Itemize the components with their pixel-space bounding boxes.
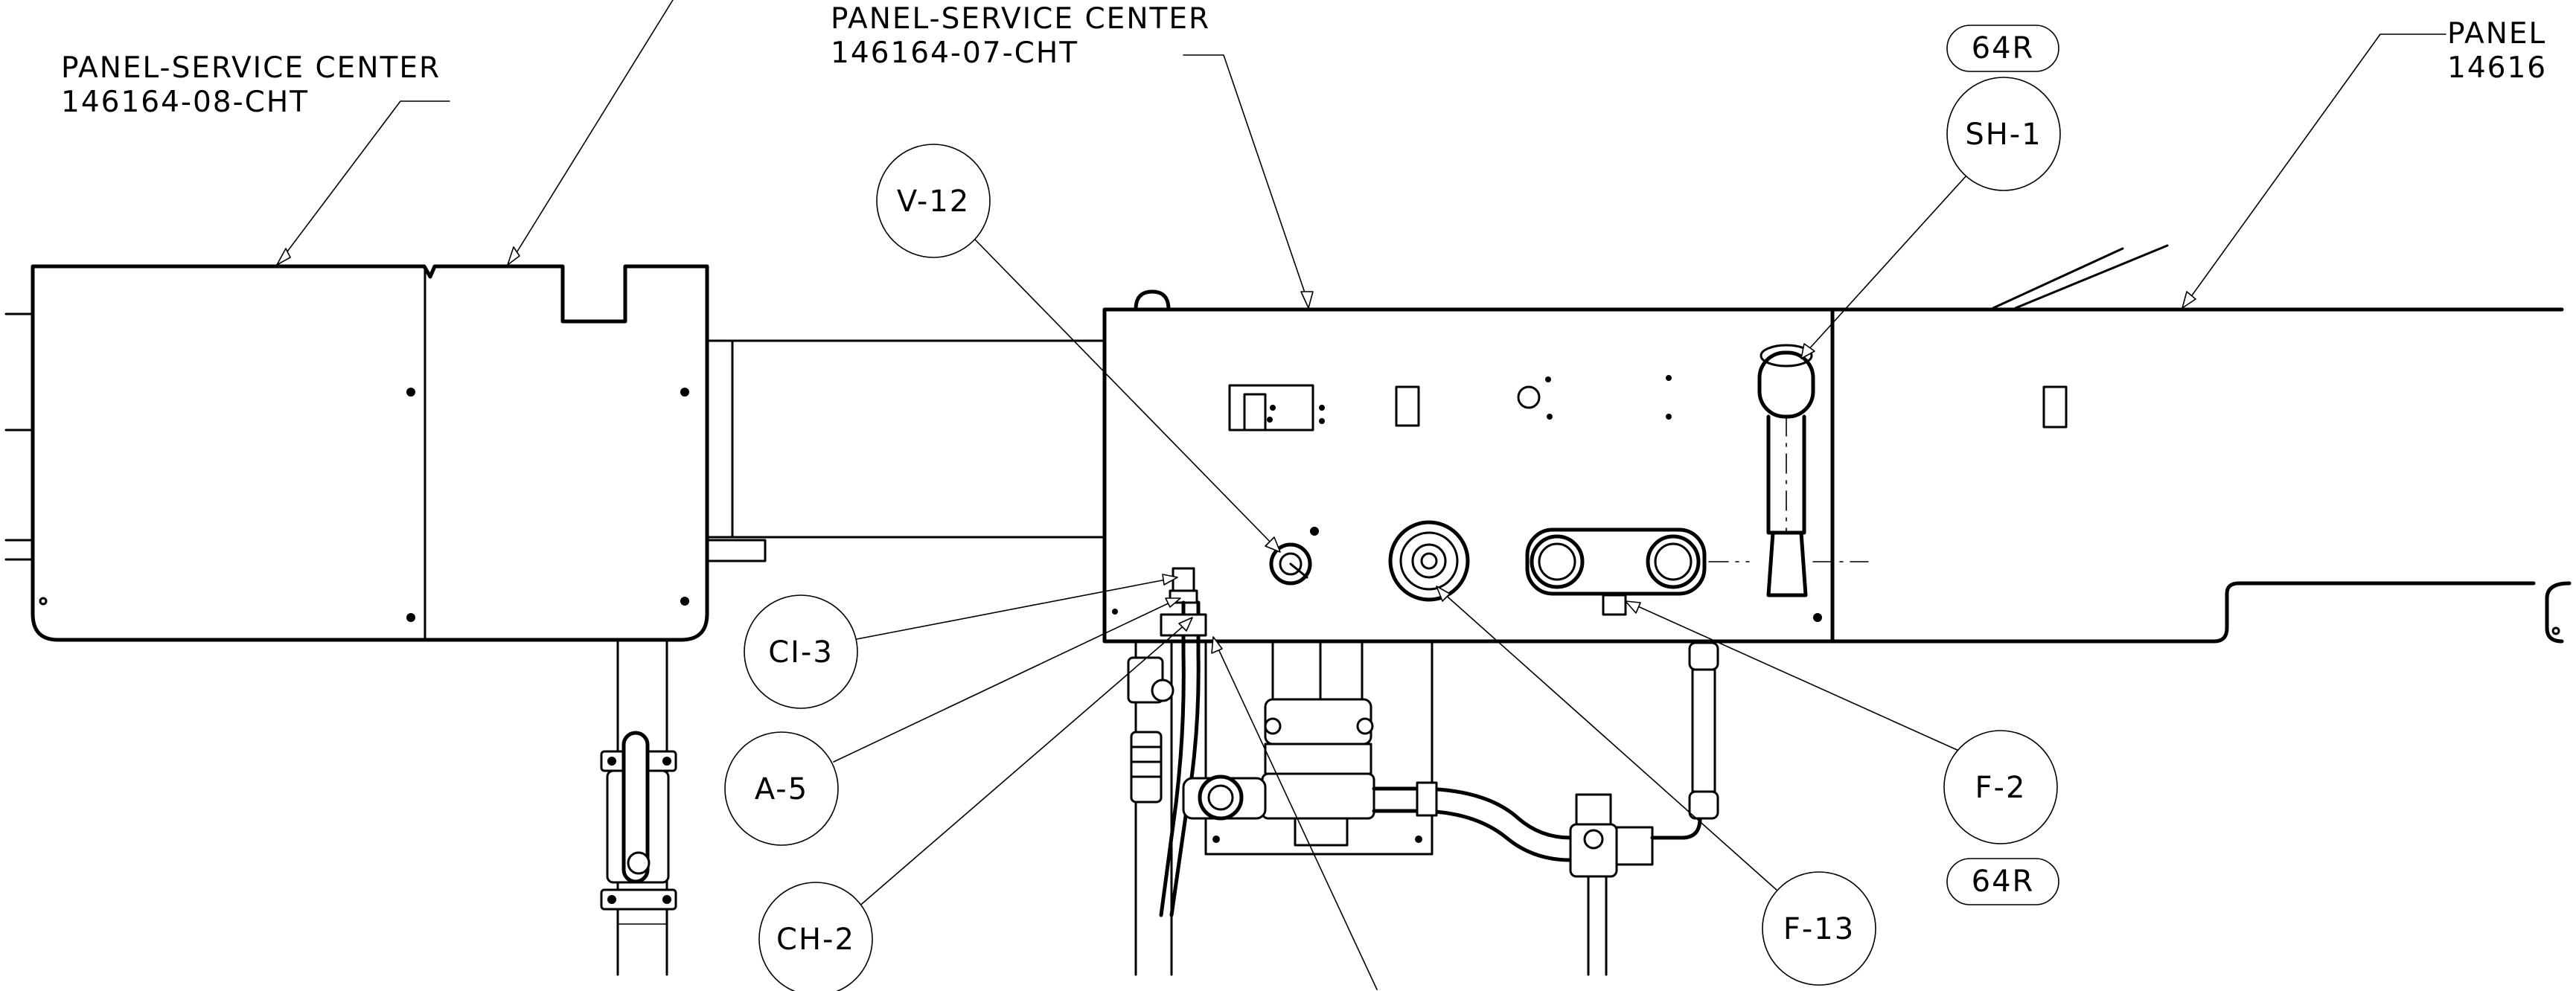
panel-labels: PANEL-SERVICE CENTER 146164-08-CHT PANEL… xyxy=(61,2,2547,119)
callout-sh1: SH-1 xyxy=(1946,77,2061,191)
tags: 64R 64R xyxy=(1946,25,2059,905)
left-panel-name: PANEL-SERVICE CENTER xyxy=(61,51,441,85)
callout-ci3-label: CI-3 xyxy=(768,635,834,670)
callout-bubbles: V-12 SH-1 CI-3 A-5 CH-2 F-2 F-13 xyxy=(724,77,2061,991)
f2-filter-housing xyxy=(1525,527,1750,616)
right-panel-part-number: 14616 xyxy=(2447,51,2547,85)
f13-gauge xyxy=(1388,520,1470,602)
leader-lines xyxy=(276,0,2446,990)
callout-ch2: CH-2 xyxy=(758,882,873,991)
callout-f13: F-13 xyxy=(1762,871,1876,986)
callout-ci3: CI-3 xyxy=(744,594,858,709)
left-panel-part-number: 146164-08-CHT xyxy=(61,86,309,119)
center-panel-part-number: 146164-07-CHT xyxy=(831,36,1078,70)
callout-f2-label: F-2 xyxy=(1975,771,2027,805)
callout-f2: F-2 xyxy=(1943,730,2058,844)
sh1-handle xyxy=(1757,344,1869,597)
callout-ch2-label: CH-2 xyxy=(776,923,855,957)
tag-top-label: 64R xyxy=(1972,31,2035,65)
tag-top: 64R xyxy=(1946,25,2059,72)
center-panel xyxy=(1102,289,1869,644)
callout-v12-label: V-12 xyxy=(897,185,970,219)
right-panel-name: PANEL xyxy=(2447,17,2546,51)
connecting-duct xyxy=(706,339,1106,562)
tag-bottom-label: 64R xyxy=(1972,865,2035,899)
right-panel xyxy=(1830,244,2572,644)
callout-f13-label: F-13 xyxy=(1783,912,1855,946)
left-panel-assembly xyxy=(4,264,709,642)
callout-a5-label: A-5 xyxy=(755,772,808,806)
lower-plumbing xyxy=(1127,567,1719,976)
callout-sh1-label: SH-1 xyxy=(1965,118,2042,152)
callout-v12: V-12 xyxy=(876,144,991,258)
left-hose-valve xyxy=(600,638,677,976)
v12-valve-knob xyxy=(1269,542,1312,586)
center-panel-name: PANEL-SERVICE CENTER xyxy=(831,2,1210,36)
tag-bottom: 64R xyxy=(1946,858,2059,905)
callout-a5: A-5 xyxy=(724,731,839,846)
